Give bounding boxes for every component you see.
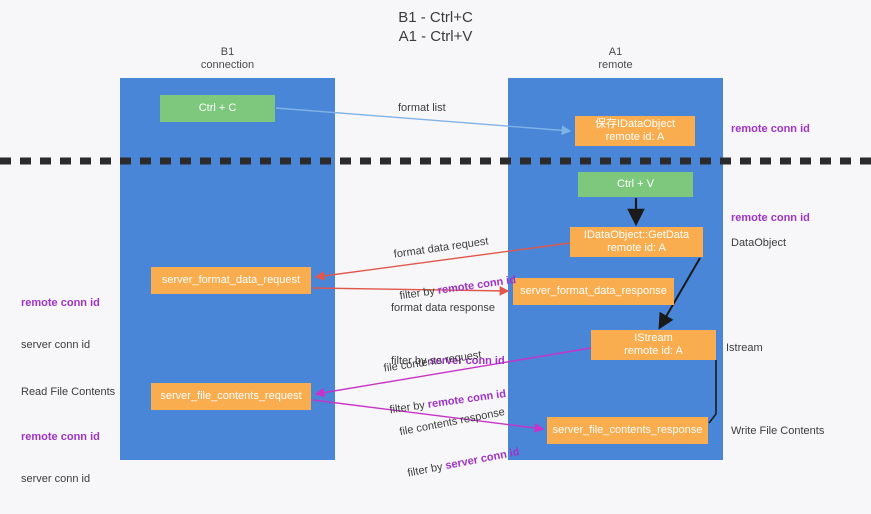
node-save-idataobject[interactable]: 保存IDataObject remote id: A: [575, 116, 695, 146]
edge-label-format-data-response: format data response filter by server co…: [391, 273, 505, 396]
annotation-istream: Istream: [726, 342, 763, 354]
page-title: B1 - Ctrl+C A1 - Ctrl+V: [398, 9, 473, 45]
edge-label-file-contents-response-filter: filter by server conn id: [406, 445, 521, 480]
node-istream[interactable]: IStream remote id: A: [591, 330, 716, 360]
filter-prefix: filter by: [406, 460, 447, 480]
annotation-left-conn-ids-mid: remote conn id server conn id: [21, 268, 100, 380]
edge-label-format-data-response-line1: format data response: [391, 302, 495, 314]
node-server-file-contents-request[interactable]: server_file_contents_request: [151, 383, 311, 410]
node-server-format-data-request[interactable]: server_format_data_request: [151, 267, 311, 294]
annotation-dataobject: DataObject: [731, 237, 787, 249]
annotation-left-remote-conn-id-bottom: remote conn id: [21, 431, 100, 443]
edge-label-file-contents-response: file contents response filter by server …: [393, 376, 526, 508]
annotation-remote-conn-id-mid: remote conn id: [731, 212, 810, 224]
annotation-left-remote-conn-id-mid: remote conn id: [21, 297, 100, 309]
annotation-write-file-contents: Write File Contents: [731, 425, 825, 437]
swimlane-a1-heading: A1 remote: [598, 46, 633, 71]
node-server-format-data-response[interactable]: server_format_data_response: [513, 278, 674, 305]
edge-label-format-data-request-line1: format data request: [393, 235, 490, 261]
edge-label-file-contents-request-line1: file contents request: [383, 349, 483, 375]
edge-label-file-contents-response-line1: file contents response: [398, 406, 506, 439]
diagram-canvas: B1 - Ctrl+C A1 - Ctrl+V B1 connection A1…: [0, 9, 871, 485]
annotation-left-conn-ids-bottom: remote conn id server conn id: [21, 402, 100, 514]
filter-key-server-conn-id: server conn id: [429, 355, 505, 367]
node-ctrl-v[interactable]: Ctrl + V: [578, 172, 693, 197]
swimlane-b1-heading: B1 connection: [200, 46, 255, 71]
node-server-file-contents-response[interactable]: server_file_contents_response: [547, 417, 708, 444]
node-idataobject-getdata[interactable]: IDataObject::GetData remote id: A: [570, 227, 703, 257]
annotation-left-server-conn-id-mid: server conn id: [21, 339, 91, 351]
annotation-remote-conn-id-top: remote conn id: [731, 123, 810, 135]
node-ctrl-c[interactable]: Ctrl + C: [160, 95, 275, 122]
edge-label-format-data-response-filter: filter by server conn id: [391, 354, 505, 368]
annotation-left-server-conn-id-bottom: server conn id: [21, 473, 91, 485]
edge-label-format-list: format list: [398, 102, 446, 114]
filter-key-server-conn-id: server conn id: [444, 445, 521, 473]
annotation-read-file-contents: Read File Contents: [21, 386, 116, 398]
filter-prefix: filter by: [391, 355, 430, 367]
